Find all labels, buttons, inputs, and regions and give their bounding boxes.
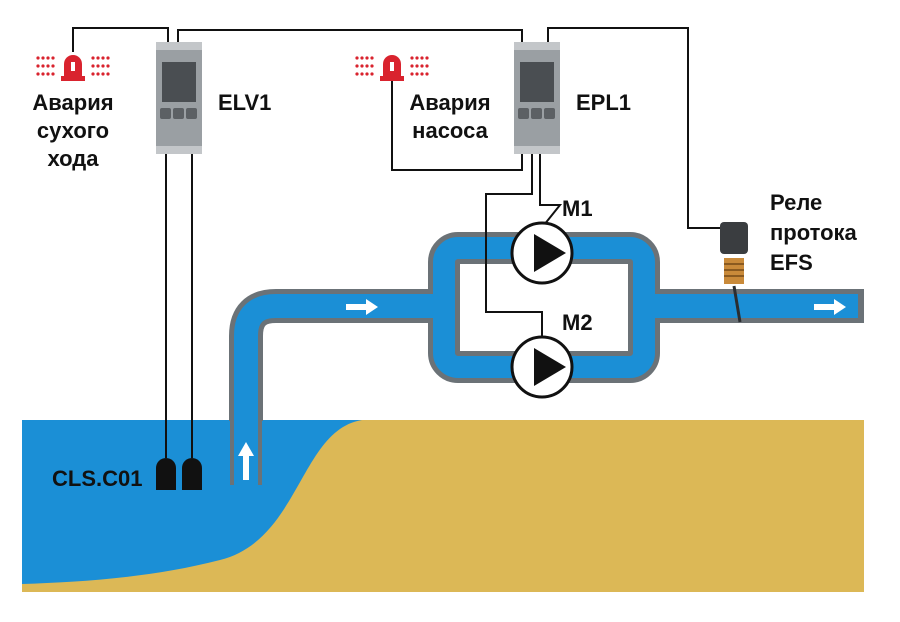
pump-icon — [510, 221, 574, 285]
pump-icon — [510, 335, 574, 399]
elv1-label: ELV1 — [218, 90, 271, 115]
epl1-relay — [514, 42, 560, 154]
flow-arrow-icon — [814, 299, 846, 315]
sensor-label: CLS.C01 — [52, 466, 142, 491]
dry-run-alarm-label-line3: хода — [47, 146, 99, 171]
dry-run-alarm-label-line1: Авария — [32, 90, 113, 115]
alarm-beacon-icon — [36, 55, 110, 81]
elv1-relay — [156, 42, 202, 154]
m1-label: M1 — [562, 196, 593, 221]
level-probe-icon — [156, 458, 176, 490]
flow-relay — [720, 222, 748, 323]
flow-relay-label-line2: протока — [770, 220, 858, 245]
dry-run-alarm-label-line2: сухого — [37, 118, 109, 143]
water-reservoir — [22, 420, 362, 584]
m2-label: M2 — [562, 310, 593, 335]
flow-arrow-icon — [238, 442, 254, 480]
wiring — [72, 27, 722, 458]
epl1-label: EPL1 — [576, 90, 631, 115]
pump-alarm-label-line1: Авария — [409, 90, 490, 115]
alarm-beacon-icon — [355, 55, 429, 81]
level-probe-icon — [182, 458, 202, 490]
flow-relay-label-line1: Реле — [770, 190, 822, 215]
pump-alarm-label-line2: насоса — [412, 118, 488, 143]
flow-relay-label-line3: EFS — [770, 250, 813, 275]
flow-arrow-icon — [346, 299, 378, 315]
